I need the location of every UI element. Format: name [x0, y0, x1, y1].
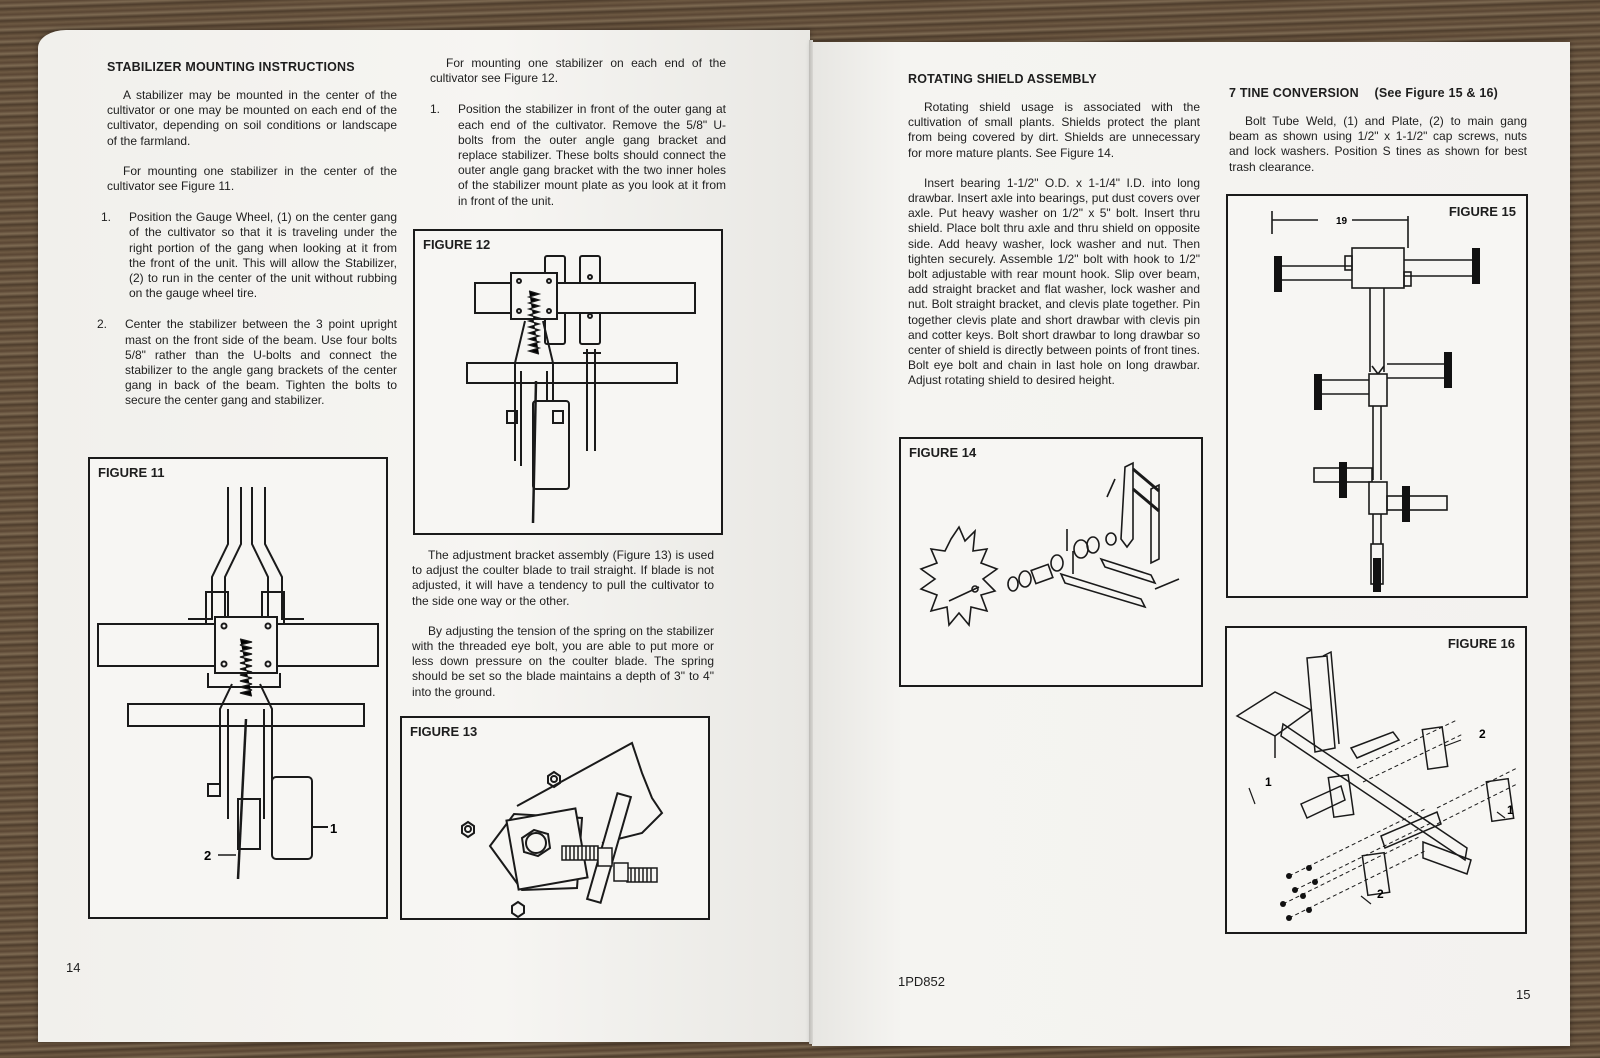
- figure-label: FIGURE 12: [423, 237, 491, 252]
- paragraph-tine-conversion: Bolt Tube Weld, (1) and Plate, (2) to ma…: [1229, 114, 1527, 174]
- figure-13: FIGURE 13: [400, 716, 710, 920]
- figure-15: FIGURE 15 19: [1226, 194, 1528, 598]
- figure-12: FIGURE 12: [413, 229, 723, 535]
- figure-label: FIGURE 15: [1448, 204, 1516, 219]
- step-number: 1.: [101, 210, 112, 225]
- svg-text:1: 1: [330, 821, 337, 836]
- seven-tine-layout-diagram: 19: [1271, 211, 1480, 592]
- left-column-2-lower: The adjustment bracket assembly (Figure …: [412, 548, 714, 700]
- figure-14: FIGURE 14: [899, 437, 1203, 687]
- svg-text:1: 1: [1507, 803, 1514, 817]
- right-column-2: 7 TINE CONVERSION (See Figure 15 & 16) B…: [1229, 86, 1527, 175]
- left-column-1: STABILIZER MOUNTING INSTRUCTIONS A stabi…: [97, 60, 397, 409]
- step-number: 2.: [97, 317, 108, 332]
- step-text: Position the Gauge Wheel, (1) on the cen…: [129, 210, 397, 301]
- rotating-shield-exploded-diagram: [919, 461, 1180, 627]
- right-column-1: ROTATING SHIELD ASSEMBLY Rotating shield…: [908, 72, 1200, 389]
- book-gutter: [809, 40, 813, 1044]
- adjustment-bracket-diagram: [461, 741, 664, 918]
- paragraph-adjustment: The adjustment bracket assembly (Figure …: [412, 548, 714, 608]
- step-text: Center the stabilizer between the 3 poin…: [125, 317, 397, 408]
- list-item: 2. Center the stabilizer between the 3 p…: [97, 317, 397, 408]
- list-item: 1. Position the stabilizer in front of t…: [430, 102, 726, 208]
- paragraph-tension: By adjusting the tension of the spring o…: [412, 623, 714, 699]
- tube-weld-plate-exploded-diagram: 1 2 2 1: [1235, 650, 1518, 921]
- section-heading-stabilizer: STABILIZER MOUNTING INSTRUCTIONS: [107, 60, 355, 74]
- figure-label: FIGURE 14: [909, 445, 977, 460]
- figure-11: FIGURE 11 1 2: [88, 457, 388, 919]
- svg-text:2: 2: [1479, 727, 1486, 741]
- list-item: 1. Position the Gauge Wheel, (1) on the …: [101, 210, 397, 301]
- paragraph-shield-intro: Rotating shield usage is associated with…: [908, 100, 1200, 160]
- document-code: 1PD852: [898, 974, 945, 989]
- paragraph-shield-assembly: Insert bearing 1-1/2" O.D. x 1-1/4" I.D.…: [908, 175, 1200, 388]
- section-heading-rotating-shield: ROTATING SHIELD ASSEMBLY: [908, 72, 1097, 86]
- figure-label: FIGURE 16: [1447, 636, 1515, 651]
- paragraph-intro: A stabilizer may be mounted in the cente…: [107, 88, 397, 148]
- stabilizer-center-diagram: 1 2: [97, 487, 379, 880]
- page-number-left: 14: [66, 960, 81, 975]
- paragraph-end-ref: For mounting one stabilizer on each end …: [430, 56, 726, 86]
- svg-text:1: 1: [1265, 775, 1272, 789]
- step-number: 1.: [430, 102, 441, 117]
- section-heading-tine-conversion: 7 TINE CONVERSION (See Figure 15 & 16): [1229, 86, 1527, 100]
- figure-label: FIGURE 11: [98, 465, 165, 480]
- left-column-2: For mounting one stabilizer on each end …: [430, 56, 726, 209]
- step-text: Position the stabilizer in front of the …: [458, 102, 726, 208]
- heading-text: 7 TINE CONVERSION: [1229, 86, 1359, 100]
- figure-label: FIGURE 13: [410, 724, 478, 739]
- page-number-right: 15: [1516, 987, 1531, 1002]
- stabilizer-end-diagram: [466, 255, 696, 524]
- heading-figure-ref: (See Figure 15 & 16): [1374, 86, 1498, 100]
- svg-text:2: 2: [1377, 887, 1384, 901]
- figure-16: FIGURE 16 1 2 2 1: [1225, 626, 1527, 934]
- svg-text:19: 19: [1336, 216, 1348, 227]
- svg-text:2: 2: [204, 848, 211, 863]
- paragraph-center-ref: For mounting one stabilizer in the cente…: [107, 163, 397, 194]
